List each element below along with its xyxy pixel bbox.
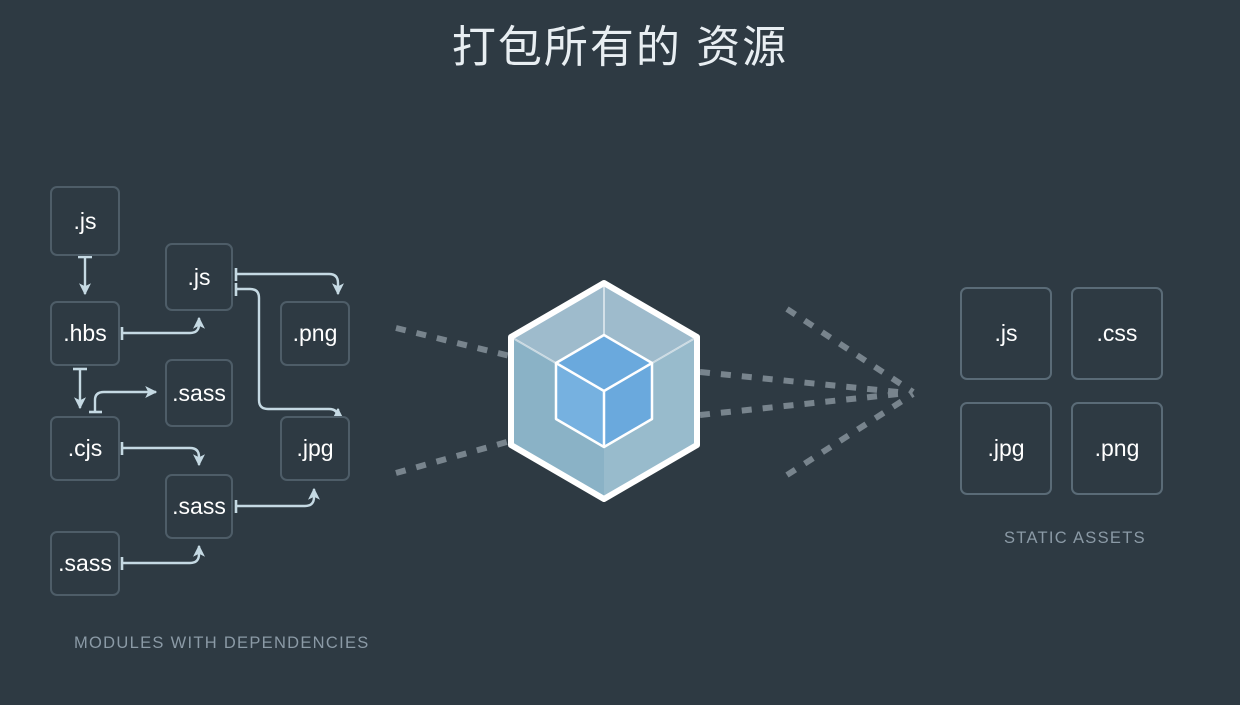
connector-sass-to-jpg xyxy=(236,487,320,508)
page-title: 打包所有的 资源 xyxy=(451,23,789,72)
module-box[interactable]: .sass xyxy=(50,531,120,596)
connector-cjs-to-sass2 xyxy=(122,446,205,467)
assets-caption: STATIC ASSETS xyxy=(1004,529,1146,547)
module-box[interactable]: .sass xyxy=(165,474,233,539)
module-box[interactable]: .hbs xyxy=(50,301,120,366)
connector-sass-to-sass xyxy=(122,544,205,565)
connector-js-to-jpg xyxy=(236,287,344,420)
asset-box[interactable]: .css xyxy=(1071,287,1163,380)
flow-arrow-upper xyxy=(785,306,915,395)
module-box[interactable]: .js xyxy=(50,186,120,256)
connector-hbs-to-js xyxy=(122,316,205,335)
asset-box[interactable]: .jpg xyxy=(960,402,1052,495)
module-box[interactable]: .cjs xyxy=(50,416,120,481)
module-box[interactable]: .js xyxy=(165,243,233,311)
asset-box[interactable]: .png xyxy=(1071,402,1163,495)
module-box[interactable]: .jpg xyxy=(280,416,350,481)
flow-out-bottom xyxy=(699,390,909,418)
flow-out-top xyxy=(699,369,909,396)
module-box[interactable]: .png xyxy=(280,301,350,366)
asset-box[interactable]: .js xyxy=(960,287,1052,380)
modules-caption: MODULES WITH DEPENDENCIES xyxy=(74,634,370,652)
flow-arrow-lower xyxy=(785,391,915,478)
module-box[interactable]: .sass xyxy=(165,359,233,427)
connector-js-to-png xyxy=(236,272,344,296)
connector-cjs-to-sass xyxy=(93,386,158,412)
